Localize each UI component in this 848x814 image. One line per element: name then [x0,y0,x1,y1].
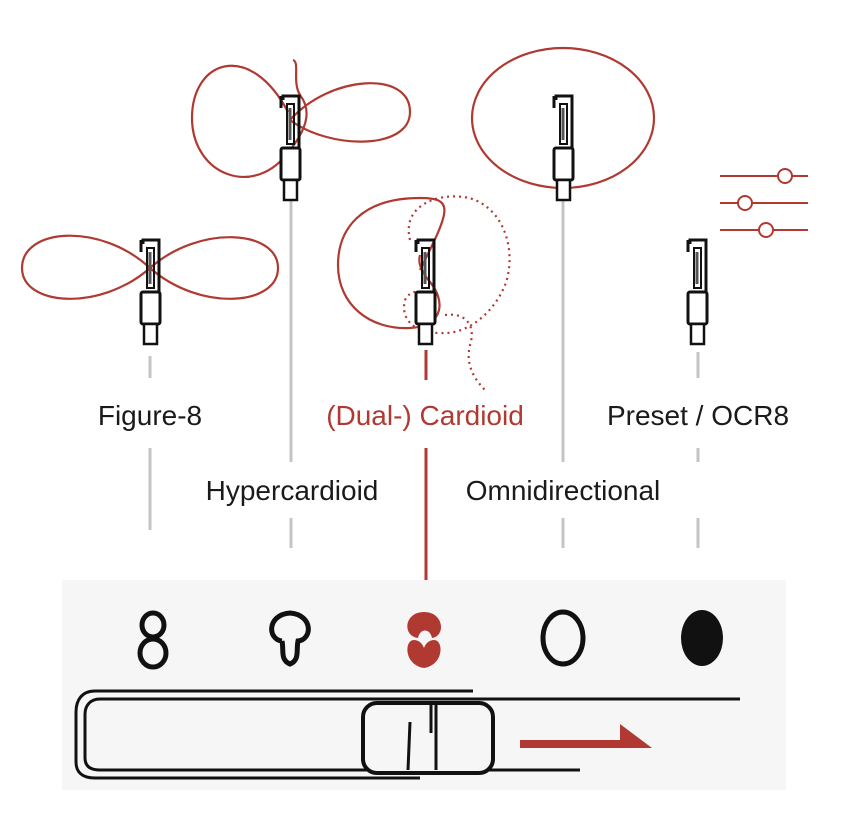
label-figure-8: Figure-8 [98,400,202,431]
pattern-selector-switch[interactable] [74,689,740,780]
label-omnidirectional: Omnidirectional [466,475,661,506]
microphone-figure-8 [139,238,162,346]
label-hypercardioid: Hypercardioid [206,475,379,506]
arrow-right-icon [520,724,652,748]
hypercardioid-icon [269,610,311,667]
guide-lines [148,200,700,548]
microphone-omnidirectional [552,94,575,202]
omnidirectional-icon [540,609,586,667]
microphone-preset [686,238,709,346]
sliders-icon [720,168,808,238]
figure-8-icon [137,610,169,670]
preset-filled-circle-icon [681,610,723,666]
dual-cardioid-icon [407,612,442,668]
rear-cardioid-polar-pattern [402,195,511,391]
switch-knob[interactable] [361,701,495,775]
cardioid-polar-pattern [336,196,446,330]
label-preset-ocr8: Preset / OCR8 [607,400,789,431]
label-dual-cardioid: (Dual-) Cardioid [326,400,524,431]
